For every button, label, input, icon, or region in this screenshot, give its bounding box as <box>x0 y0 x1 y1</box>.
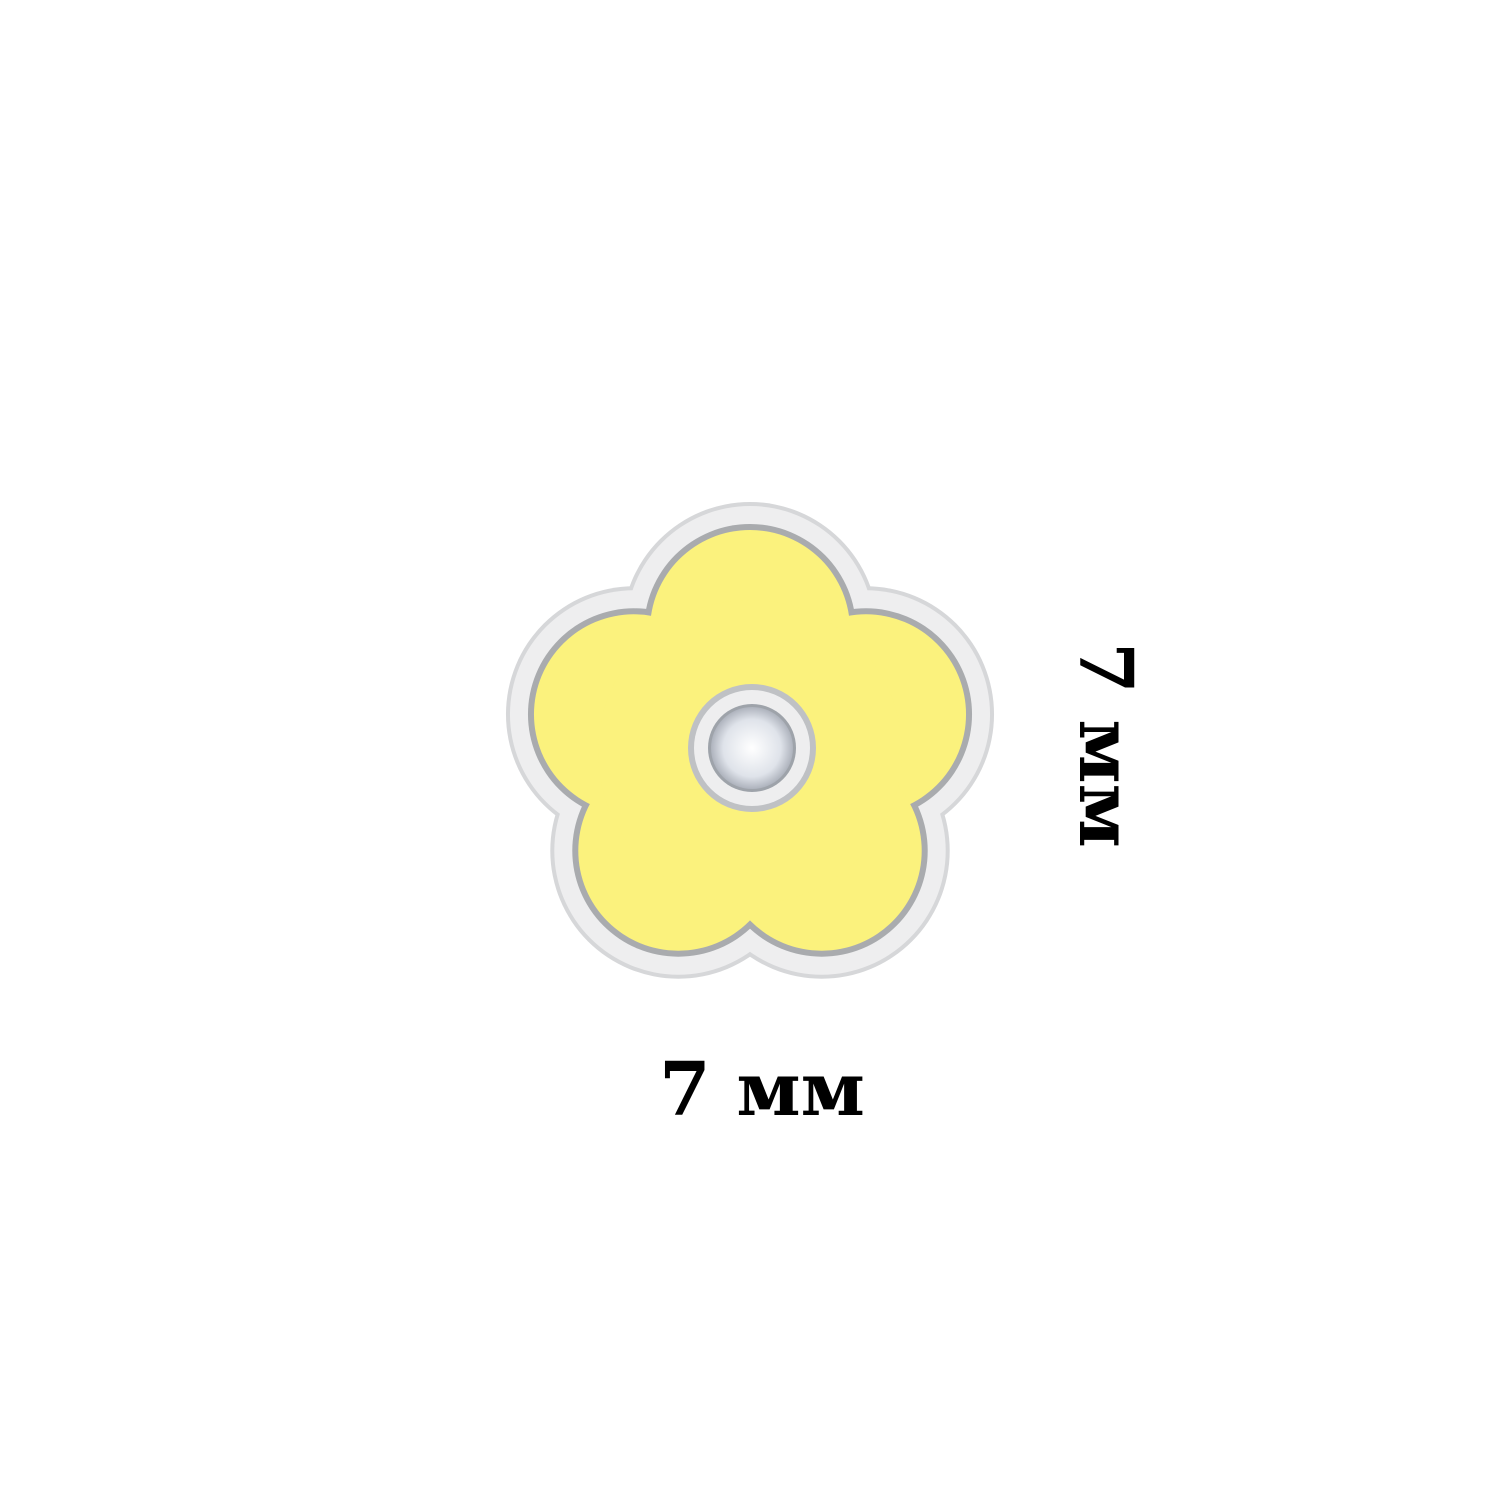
width-dimension-label: 7 мм <box>659 1047 865 1133</box>
yellow-enamel <box>533 530 967 951</box>
height-dimension-label: 7 мм <box>1062 642 1148 848</box>
center-stone <box>688 684 816 812</box>
